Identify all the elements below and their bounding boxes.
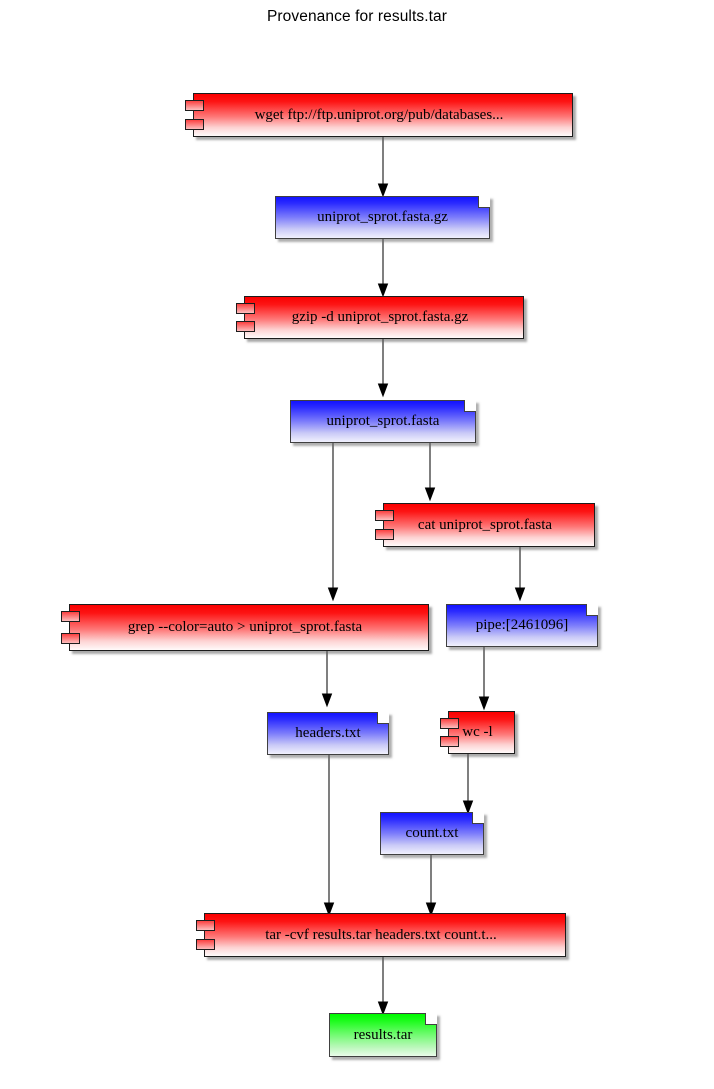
node-artifact-uniprot-sprot-fasta[interactable]: uniprot_sprot.fasta <box>290 400 476 443</box>
note-fold-icon <box>478 196 490 208</box>
node-artifact-pipe[interactable]: pipe:[2461096] <box>446 604 598 647</box>
component-tab-bottom-icon <box>375 529 394 540</box>
node-artifact-headers-txt[interactable]: headers.txt <box>267 712 389 755</box>
note-fold-icon <box>377 712 389 724</box>
node-body <box>448 711 515 754</box>
component-tab-top-icon <box>196 920 215 931</box>
edge-wget-to-fastagz <box>377 137 389 198</box>
component-tab-bottom-icon <box>185 119 204 130</box>
node-body <box>193 93 573 137</box>
node-artifact-count-txt[interactable]: count.txt <box>380 812 484 855</box>
node-body <box>275 196 490 239</box>
component-tab-bottom-icon <box>196 939 215 950</box>
note-fold-icon <box>586 604 598 616</box>
note-fold-icon <box>425 1013 437 1025</box>
component-spine <box>204 915 206 955</box>
edge-wc-to-count <box>462 754 474 815</box>
component-tab-bottom-icon <box>61 633 80 644</box>
node-body <box>380 812 484 855</box>
node-process-tar[interactable]: tar -cvf results.tar headers.txt count.t… <box>196 913 566 957</box>
component-tab-top-icon <box>440 718 459 729</box>
note-fold-icon <box>464 400 476 412</box>
node-body <box>69 604 429 651</box>
node-process-grep[interactable]: grep --color=auto > uniprot_sprot.fasta <box>61 604 429 651</box>
node-body <box>329 1013 437 1057</box>
edge-fastagz-to-gzip <box>377 239 389 298</box>
edge-cat-to-pipe <box>514 547 526 602</box>
node-body <box>204 913 566 957</box>
component-tab-top-icon <box>185 100 204 111</box>
component-spine <box>193 95 195 135</box>
edge-headers-to-tar <box>323 755 335 917</box>
component-tab-bottom-icon <box>440 736 459 747</box>
component-spine <box>244 298 246 337</box>
node-process-wget[interactable]: wget ftp://ftp.uniprot.org/pub/databases… <box>185 93 573 137</box>
component-spine <box>448 713 450 752</box>
edge-count-to-tar <box>425 855 437 917</box>
node-body <box>446 604 598 647</box>
node-body <box>383 503 595 547</box>
node-body <box>290 400 476 443</box>
node-artifact-uniprot-sprot-fasta-gz[interactable]: uniprot_sprot.fasta.gz <box>275 196 490 239</box>
component-tab-top-icon <box>61 611 80 622</box>
edge-pipe-to-wc <box>478 647 490 711</box>
node-output-results-tar[interactable]: results.tar <box>329 1013 437 1057</box>
page-title: Provenance for results.tar <box>266 8 448 25</box>
node-body <box>244 296 524 339</box>
edge-fasta-to-cat <box>424 443 436 502</box>
component-tab-top-icon <box>375 510 394 521</box>
edge-tar-to-results <box>377 957 389 1016</box>
component-spine <box>383 505 385 545</box>
node-body <box>267 712 389 755</box>
edge-fasta-to-grep <box>327 443 339 602</box>
component-tab-bottom-icon <box>236 321 255 332</box>
component-spine <box>69 606 71 649</box>
component-tab-top-icon <box>236 303 255 314</box>
node-process-gzip[interactable]: gzip -d uniprot_sprot.fasta.gz <box>236 296 524 339</box>
edge-gzip-to-fasta <box>377 339 389 398</box>
edge-grep-to-headers <box>321 651 333 708</box>
note-fold-icon <box>472 812 484 824</box>
node-process-cat[interactable]: cat uniprot_sprot.fasta <box>375 503 595 547</box>
node-process-wc[interactable]: wc -l <box>440 711 515 754</box>
